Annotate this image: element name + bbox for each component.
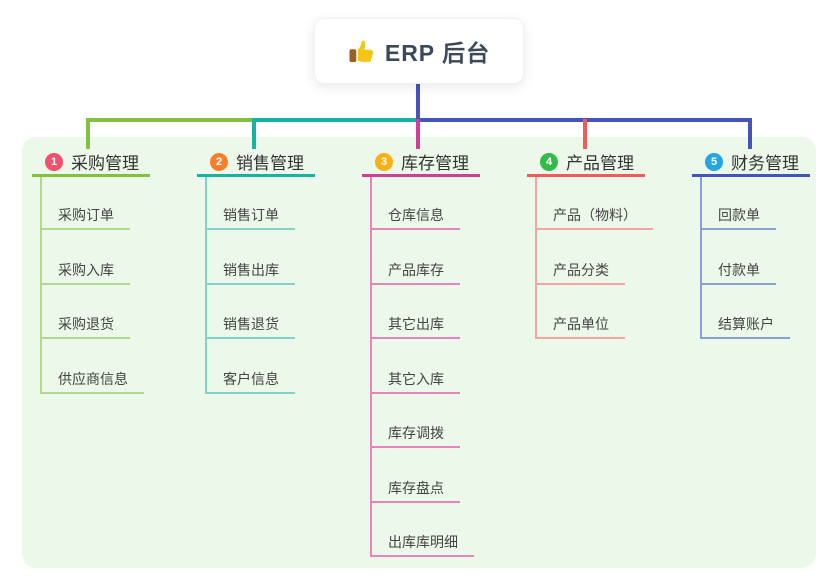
children-connector <box>700 177 702 339</box>
thumbs-up-icon <box>348 38 375 65</box>
child-node[interactable]: 采购入库 <box>40 259 130 285</box>
connector-drop-sales <box>252 119 256 149</box>
branch-label: 库存管理 <box>401 154 469 173</box>
child-node[interactable]: 产品单位 <box>535 313 625 339</box>
branch-node-purchase[interactable]: 1 采购管理 <box>45 149 139 174</box>
child-node[interactable]: 采购订单 <box>40 204 130 230</box>
connector-bus-teal <box>252 118 420 122</box>
priority-5-badge: 5 <box>705 152 723 171</box>
branch-label: 财务管理 <box>731 154 799 173</box>
child-node[interactable]: 采购退货 <box>40 313 130 339</box>
priority-4-badge: 4 <box>540 152 558 171</box>
root-node-erp[interactable]: ERP 后台 <box>314 18 524 84</box>
child-node[interactable]: 供应商信息 <box>40 368 144 394</box>
connector-drop-finance <box>748 119 752 149</box>
branch-label: 产品管理 <box>566 154 634 173</box>
child-node[interactable]: 销售退货 <box>205 313 295 339</box>
priority-3-badge: 3 <box>375 152 393 171</box>
branch-underline <box>362 174 480 177</box>
priority-2-badge: 2 <box>210 152 228 171</box>
child-node[interactable]: 回款单 <box>700 204 776 230</box>
child-node[interactable]: 其它出库 <box>370 313 460 339</box>
connector-drop-product <box>583 119 587 149</box>
child-node[interactable]: 库存调拨 <box>370 422 460 448</box>
branch-node-inventory[interactable]: 3 库存管理 <box>375 149 469 174</box>
connector-bus-green <box>86 118 256 122</box>
child-node[interactable]: 付款单 <box>700 259 776 285</box>
connector-root-stem <box>416 84 420 120</box>
child-node[interactable]: 其它入库 <box>370 368 460 394</box>
branch-underline <box>692 174 810 177</box>
branch-underline <box>32 174 150 177</box>
branch-node-finance[interactable]: 5 财务管理 <box>705 149 799 174</box>
children-connector <box>205 177 207 394</box>
child-node[interactable]: 库存盘点 <box>370 477 460 503</box>
branch-underline <box>527 174 645 177</box>
child-node[interactable]: 销售出库 <box>205 259 295 285</box>
branch-node-product[interactable]: 4 产品管理 <box>540 149 634 174</box>
child-node[interactable]: 出库库明细 <box>370 531 474 557</box>
connector-drop-purchase <box>86 119 90 149</box>
child-node[interactable]: 仓库信息 <box>370 204 460 230</box>
child-node[interactable]: 产品（物料） <box>535 204 653 230</box>
child-node[interactable]: 产品库存 <box>370 259 460 285</box>
branch-underline <box>197 174 315 177</box>
child-node[interactable]: 结算账户 <box>700 313 790 339</box>
children-connector <box>40 177 42 394</box>
children-connector <box>535 177 537 339</box>
priority-1-badge: 1 <box>45 152 63 171</box>
root-node-label: ERP 后台 <box>384 40 491 66</box>
child-node[interactable]: 客户信息 <box>205 368 295 394</box>
branches-background-panel <box>22 137 816 568</box>
child-node[interactable]: 销售订单 <box>205 204 295 230</box>
children-connector <box>370 177 372 557</box>
connector-drop-inventory <box>416 119 420 149</box>
branch-label: 销售管理 <box>236 154 304 173</box>
branch-node-sales[interactable]: 2 销售管理 <box>210 149 304 174</box>
branch-label: 采购管理 <box>71 154 139 173</box>
child-node[interactable]: 产品分类 <box>535 259 625 285</box>
